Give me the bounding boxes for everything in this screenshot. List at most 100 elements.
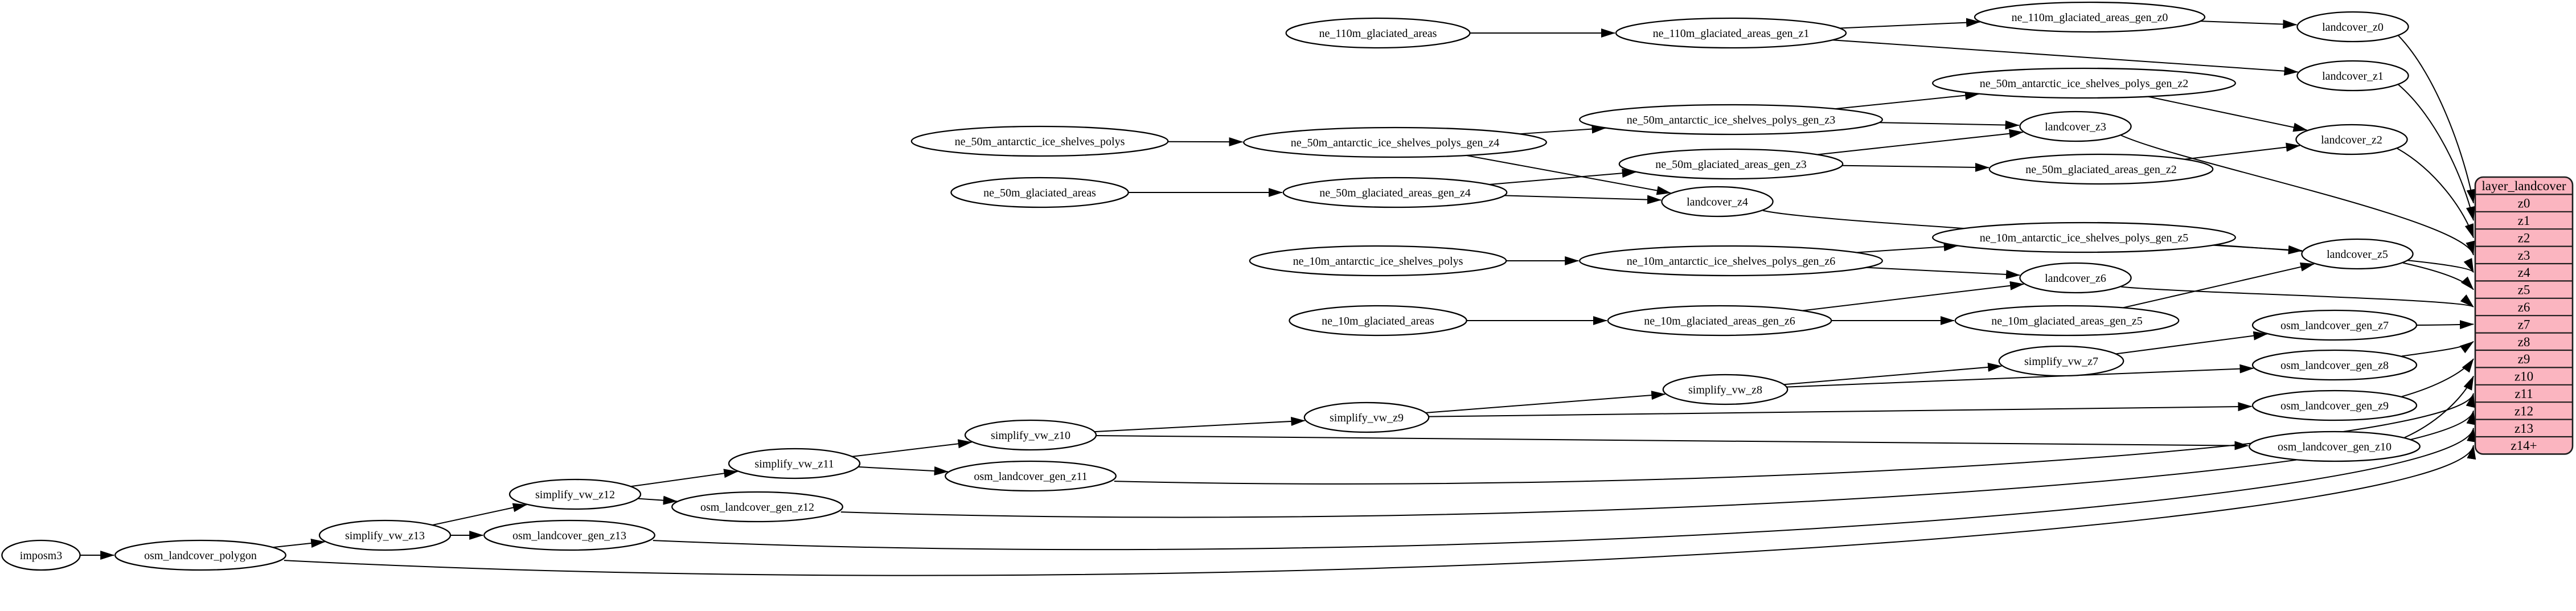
node-ellipse (728, 448, 861, 479)
edge-ne_110m_glaciated_areas_gen_z1-to-landcover_z1 (1832, 39, 2299, 76)
node-landcover_z2: landcover_z2 (2295, 124, 2408, 155)
edge-ne_50m_antarctic_ice_shelves_polys_gen_z4-to-landcover_z4 (1466, 154, 1671, 195)
node-label: osm_landcover_gen_z11 (974, 470, 1087, 483)
node-ellipse (1954, 305, 2180, 337)
table-row-z7: z7 (2518, 317, 2530, 331)
node-landcover_z4: landcover_z4 (1661, 186, 1774, 218)
node-label: ne_10m_antarctic_ice_shelves_polys_gen_z… (1627, 255, 1836, 268)
table-row-label: z1 (2518, 214, 2530, 228)
table-row-z8: z8 (2518, 335, 2530, 349)
node-label: simplify_vw_z9 (1330, 412, 1404, 424)
node-ne_50m_antarctic_ice_shelves_polys_gen_z2: ne_50m_antarctic_ice_shelves_polys_gen_z… (1932, 67, 2236, 99)
node-ne_50m_antarctic_ice_shelves_polys_gen_z3: ne_50m_antarctic_ice_shelves_polys_gen_z… (1579, 104, 1883, 136)
node-ne_10m_glaciated_areas: ne_10m_glaciated_areas (1289, 305, 1467, 337)
node-label: landcover_z0 (2322, 21, 2384, 34)
node-ellipse (2251, 389, 2418, 421)
node-ellipse (508, 478, 642, 510)
node-label: landcover_z6 (2045, 272, 2106, 285)
edge-simplify_vw_z11-to-simplify_vw_z10 (852, 439, 973, 457)
edge-simplify_vw_z13-to-simplify_vw_z12 (432, 503, 527, 526)
node-label: simplify_vw_z13 (345, 530, 425, 542)
node-ellipse (2296, 60, 2409, 92)
edge-layer (80, 18, 2476, 576)
edge-ne_10m_antarctic_ice_shelves_polys_gen_z6-to-landcover_z6 (1866, 266, 2021, 279)
edge-ne_50m_glaciated_areas_gen_z4-to-landcover_z4 (1504, 195, 1662, 204)
node-ellipse (2251, 309, 2418, 341)
node-ellipse (1615, 17, 1847, 49)
node-ellipse (1974, 1, 2206, 33)
node-ellipse (1618, 148, 1844, 180)
edge-ne_50m_glaciated_areas_gen_z4-to-ne_50m_glaciated_areas_gen_z3 (1489, 169, 1636, 185)
node-simplify_vw_z13: simplify_vw_z13 (318, 519, 452, 551)
edge-osm_landcover_gen_z13-to-table-row-z13 (653, 427, 2476, 551)
edge-simplify_vw_z10-to-osm_landcover_gen_z10 (1096, 435, 2249, 450)
node-ellipse (1607, 305, 1832, 337)
table-row-z3: z3 (2518, 248, 2530, 263)
node-label: ne_10m_antarctic_ice_shelves_polys_gen_z… (1980, 232, 2189, 244)
node-ne_10m_glaciated_areas_gen_z5: ne_10m_glaciated_areas_gen_z5 (1954, 305, 2180, 337)
table-row-label: z11 (2515, 387, 2533, 401)
table-row-label: z13 (2515, 421, 2533, 436)
node-simplify_vw_z9: simplify_vw_z9 (1303, 401, 1430, 433)
edge-osm_landcover_gen_z8-to-table-row-z8 (2401, 341, 2474, 357)
edge-ne_10m_antarctic_ice_shelves_polys_gen_z5-to-landcover_z5 (2213, 244, 2303, 255)
node-label: landcover_z2 (2321, 134, 2382, 146)
node-ne_10m_antarctic_ice_shelves_polys_gen_z6: ne_10m_antarctic_ice_shelves_polys_gen_z… (1579, 245, 1883, 277)
node-simplify_vw_z11: simplify_vw_z11 (728, 448, 861, 479)
node-ne_50m_glaciated_areas_gen_z3: ne_50m_glaciated_areas_gen_z3 (1618, 148, 1844, 180)
edge-ne_110m_glaciated_areas_gen_z1-to-ne_110m_glaciated_areas_gen_z0 (1839, 18, 1981, 29)
node-ellipse (950, 177, 1129, 208)
node-ellipse (964, 419, 1097, 451)
node-label: ne_110m_glaciated_areas_gen_z0 (2012, 11, 2168, 24)
edge-simplify_vw_z9-to-simplify_vw_z8 (1425, 391, 1666, 413)
node-osm_landcover_gen_z10: osm_landcover_gen_z10 (2249, 430, 2421, 462)
table-row-z5: z5 (2518, 283, 2530, 297)
table-row-z1: z1 (2518, 214, 2530, 228)
table-row-z12: z12 (2515, 404, 2533, 418)
table-row-label: z3 (2518, 248, 2530, 263)
edge-ne_10m_glaciated_areas_gen_z5-to-landcover_z5 (2122, 262, 2315, 309)
node-label: ne_50m_glaciated_areas (983, 187, 1096, 199)
node-ellipse (1, 539, 81, 571)
node-ne_50m_glaciated_areas: ne_50m_glaciated_areas (950, 177, 1129, 208)
edge-ne_50m_glaciated_areas_gen_z3-to-ne_50m_glaciated_areas_gen_z2 (1842, 162, 1990, 172)
edge-ne_10m_glaciated_areas_gen_z6-to-landcover_z6 (1802, 281, 2025, 311)
table-row-label: z5 (2518, 283, 2530, 297)
node-label: ne_110m_glaciated_areas_gen_z1 (1653, 27, 1810, 40)
table-row-z9: z9 (2518, 352, 2530, 366)
node-landcover_z3: landcover_z3 (2019, 110, 2132, 142)
node-label: osm_landcover_gen_z8 (2280, 359, 2389, 372)
node-label: simplify_vw_z11 (754, 458, 834, 470)
node-ellipse (945, 460, 1117, 492)
edge-landcover_z2-to-table-row-z2 (2397, 147, 2474, 239)
node-simplify_vw_z7: simplify_vw_z7 (1998, 345, 2124, 377)
edge-simplify_vw_z8-to-simplify_vw_z7 (1783, 362, 2003, 386)
node-simplify_vw_z10: simplify_vw_z10 (964, 419, 1097, 451)
node-label: ne_50m_glaciated_areas_gen_z2 (2025, 163, 2176, 176)
node-label: osm_landcover_gen_z13 (512, 530, 626, 542)
node-ne_50m_glaciated_areas_gen_z4: ne_50m_glaciated_areas_gen_z4 (1282, 177, 1508, 208)
node-ne_110m_glaciated_areas: ne_110m_glaciated_areas (1285, 17, 1471, 49)
table-title: layer_landcover (2481, 179, 2566, 193)
node-label: osm_landcover_gen_z10 (2278, 441, 2392, 453)
node-label: osm_landcover_polygon (144, 550, 257, 562)
edge-osm_landcover_gen_z9-to-table-row-z9 (2401, 358, 2474, 397)
node-label: ne_50m_glaciated_areas_gen_z3 (1655, 158, 1806, 171)
node-ne_50m_glaciated_areas_gen_z2: ne_50m_glaciated_areas_gen_z2 (1988, 153, 2214, 185)
node-ellipse (1661, 186, 1774, 218)
node-label: ne_10m_glaciated_areas_gen_z6 (1644, 315, 1795, 327)
edge-ne_110m_glaciated_areas_gen_z0-to-landcover_z0 (2200, 19, 2298, 29)
node-osm_landcover_gen_z9: osm_landcover_gen_z9 (2251, 389, 2418, 421)
table-row-z14+: z14+ (2511, 438, 2537, 453)
edge-ne_50m_glaciated_areas_gen_z3-to-landcover_z3 (1817, 129, 2024, 155)
node-label: ne_10m_antarctic_ice_shelves_polys (1293, 255, 1463, 268)
node-ellipse (1249, 245, 1507, 277)
node-imposm3: imposm3 (1, 539, 81, 571)
table-row-label: z9 (2518, 352, 2530, 366)
node-label: simplify_vw_z7 (2024, 355, 2098, 368)
node-ellipse (1289, 305, 1467, 337)
edge-ne_50m_antarctic_ice_shelves_polys_gen_z2-to-landcover_z2 (2147, 96, 2308, 132)
node-label: osm_landcover_gen_z12 (700, 501, 814, 514)
node-label: ne_50m_antarctic_ice_shelves_polys_gen_z… (1627, 114, 1836, 126)
node-ellipse (1579, 104, 1883, 136)
